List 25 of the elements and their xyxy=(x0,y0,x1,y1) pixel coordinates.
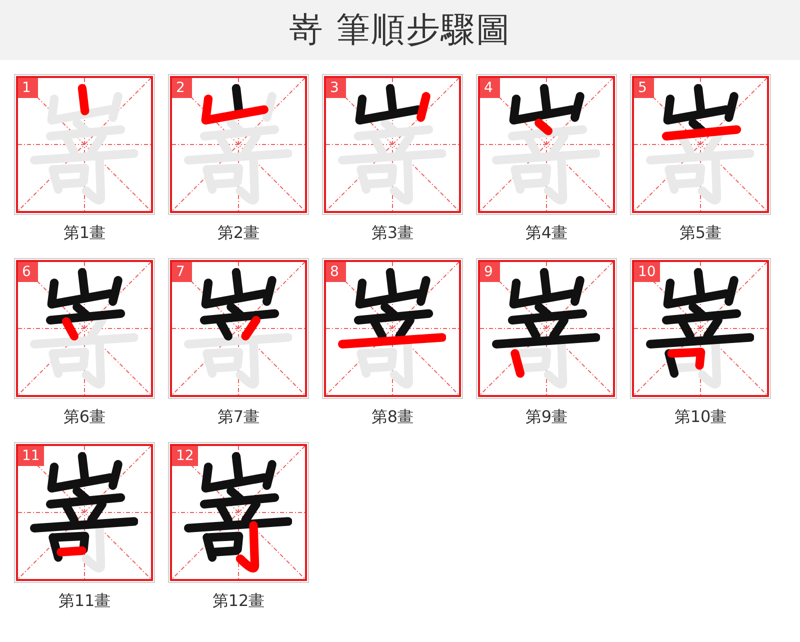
step-caption: 第7畫 xyxy=(217,407,260,427)
step-number-badge: 8 xyxy=(326,262,346,282)
step-caption: 第11畫 xyxy=(58,591,111,611)
step-caption: 第3畫 xyxy=(371,223,414,243)
step-number-badge: 4 xyxy=(480,78,500,98)
step-caption: 第9畫 xyxy=(525,407,568,427)
step-caption: 第12畫 xyxy=(212,591,265,611)
step-number-badge: 12 xyxy=(172,446,198,466)
step-number-badge: 3 xyxy=(326,78,346,98)
step-number-badge: 10 xyxy=(634,262,660,282)
step-number-badge: 11 xyxy=(18,446,44,466)
step-caption: 第6畫 xyxy=(63,407,106,427)
step-number-badge: 2 xyxy=(172,78,192,98)
step-caption: 第4畫 xyxy=(525,223,568,243)
step-number-badge: 7 xyxy=(172,262,192,282)
step-number-badge: 9 xyxy=(480,262,500,282)
step-caption: 第1畫 xyxy=(63,223,106,243)
step-number-badge: 5 xyxy=(634,78,654,98)
step-caption: 第5畫 xyxy=(679,223,722,243)
step-caption: 第2畫 xyxy=(217,223,260,243)
step-number-badge: 6 xyxy=(18,262,38,282)
page-title: 嵜 筆順步驟圖 xyxy=(289,9,511,51)
step-caption: 第8畫 xyxy=(371,407,414,427)
step-caption: 第10畫 xyxy=(674,407,727,427)
step-number-badge: 1 xyxy=(18,78,38,98)
